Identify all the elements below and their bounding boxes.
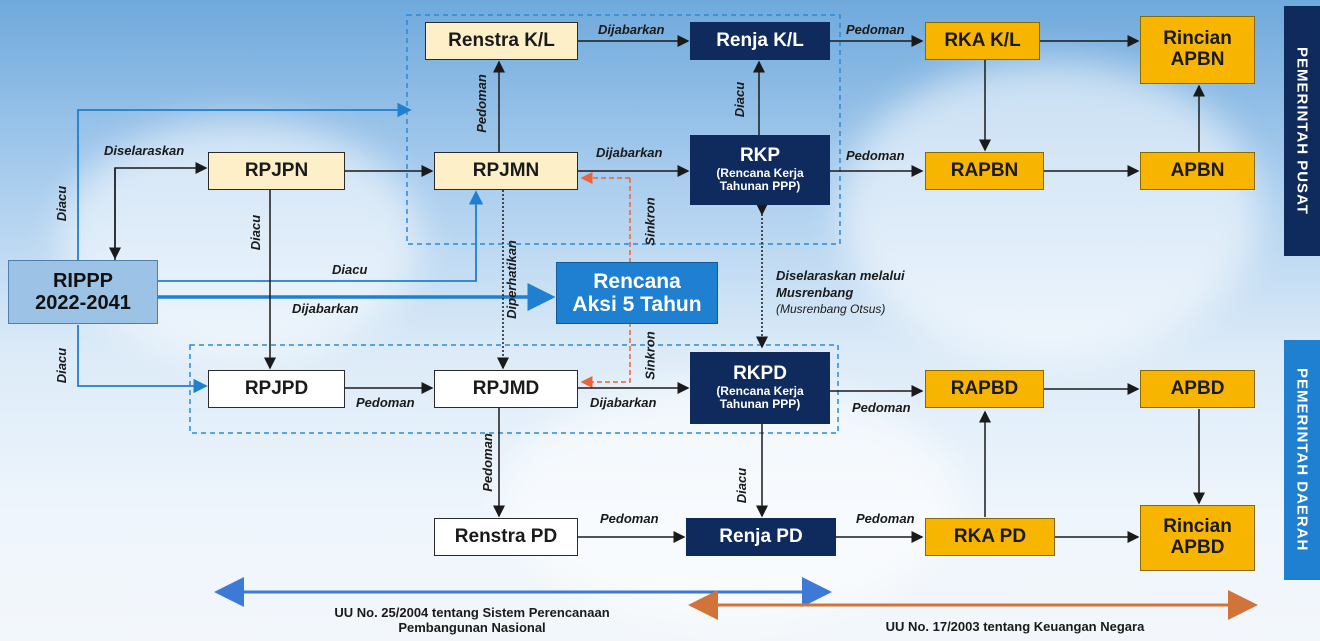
rkp-sub-line1: (Rencana Kerja: [716, 165, 804, 180]
rpjpn-label: RPJPN: [244, 159, 309, 181]
rapbd-label: RAPBD: [950, 377, 1019, 399]
label-pedoman-renstra-pd: Pedoman: [479, 433, 495, 492]
rkpd-label: RKPD: [733, 362, 787, 384]
rincian-apbd-box: Rincian APBD: [1140, 505, 1255, 571]
rincian-apbd-line2: APBD: [1170, 537, 1225, 558]
label-pedoman-rka-pd: Pedoman: [856, 511, 915, 526]
law-uu25: UU No. 25/2004 tentang Sistem Perencanaa…: [262, 605, 682, 636]
rpjmn-label: RPJMN: [472, 159, 540, 181]
label-diselaraskan: Diselaraskan: [104, 143, 185, 158]
rka-kl-label: RKA K/L: [944, 29, 1021, 51]
rkp-sub-line2: Tahunan PPP): [719, 179, 801, 194]
label-pedoman-rpjmd: Pedoman: [356, 395, 415, 410]
rippp-line2: 2022-2041: [35, 292, 131, 314]
label-dijabarkan-top: Dijabarkan: [598, 22, 665, 37]
label-musrenbang-3: (Musrenbang Otsus): [776, 302, 886, 316]
rkpd-box: RKPD (Rencana Kerja Tahunan PPP): [690, 352, 830, 424]
renstra-kl-box: Renstra K/L: [425, 22, 578, 60]
label-sinkron-bottom: Sinkron: [642, 331, 658, 380]
label-diacu-left-bottom: Diacu: [54, 347, 70, 384]
rkp-label: RKP: [739, 144, 781, 166]
side-bar-daerah: PEMERINTAH DAERAH: [1284, 340, 1320, 580]
rapbn-box: RAPBN: [925, 152, 1044, 190]
rippp-line1: RIPPP: [52, 270, 114, 292]
apbd-box: APBD: [1140, 370, 1255, 408]
rincian-apbn-line2: APBN: [1170, 49, 1225, 70]
rincian-apbd-line1: Rincian: [1163, 516, 1232, 538]
rpjpd-box: RPJPD: [208, 370, 345, 408]
rka-kl-box: RKA K/L: [925, 22, 1040, 60]
renja-pd-box: Renja PD: [686, 518, 836, 556]
label-sinkron-top: Sinkron: [642, 197, 658, 246]
rpjmn-box: RPJMN: [434, 152, 578, 190]
rapbd-box: RAPBD: [925, 370, 1044, 408]
rpjpn-box: RPJPN: [208, 152, 345, 190]
rencana-aksi-line1: Rencana: [593, 269, 681, 293]
rapbn-label: RAPBN: [950, 159, 1019, 181]
label-pedoman-rapbd: Pedoman: [852, 400, 911, 415]
rkpd-sub-line2: Tahunan PPP): [719, 397, 801, 412]
law-uu17-line1: UU No. 17/2003 tentang Keuangan Negara: [885, 619, 1145, 634]
label-diacu-left-top: Diacu: [54, 185, 70, 222]
renja-kl-box: Renja K/L: [690, 22, 830, 60]
rka-pd-box: RKA PD: [925, 518, 1055, 556]
law-uu17: UU No. 17/2003 tentang Keuangan Negara: [820, 619, 1210, 635]
rencana-aksi-box: Rencana Aksi 5 Tahun: [556, 262, 718, 324]
label-dijabarkan-rkpd: Dijabarkan: [590, 395, 657, 410]
apbn-box: APBN: [1140, 152, 1255, 190]
label-pedoman-renstra-kl: Pedoman: [473, 74, 489, 133]
label-pedoman-renja-pd: Pedoman: [600, 511, 659, 526]
renstra-pd-box: Renstra PD: [434, 518, 578, 556]
rkpd-sub-line1: (Rencana Kerja: [716, 383, 804, 398]
rpjpd-label: RPJPD: [244, 377, 309, 399]
label-diacu-renja-pd: Diacu: [734, 467, 750, 504]
apbd-label: APBD: [1170, 377, 1225, 399]
rkp-box: RKP (Rencana Kerja Tahunan PPP): [690, 135, 830, 205]
label-pedoman-top: Pedoman: [846, 22, 905, 37]
side-bar-pusat-label: PEMERINTAH PUSAT: [1293, 47, 1311, 215]
rincian-apbn-box: Rincian APBN: [1140, 16, 1255, 84]
label-diperhatikan: Diperhatikan: [503, 240, 519, 319]
rincian-apbn-line1: Rincian: [1163, 28, 1232, 50]
label-musrenbang-2: Musrenbang: [776, 285, 854, 300]
renja-kl-label: Renja K/L: [716, 29, 804, 51]
rpjmd-box: RPJMD: [434, 370, 578, 408]
label-dijabarkan-aksi: Dijabarkan: [292, 301, 359, 316]
cloud-decoration: [840, 60, 1260, 360]
label-pedoman-rapbn: Pedoman: [846, 148, 905, 163]
law-uu25-line2: Pembangunan Nasional: [398, 619, 546, 635]
renstra-kl-label: Renstra K/L: [448, 29, 555, 51]
side-bar-daerah-label: PEMERINTAH DAERAH: [1293, 368, 1311, 552]
rippp-box: RIPPP 2022-2041: [8, 260, 158, 324]
label-dijabarkan-rkp: Dijabarkan: [596, 145, 663, 160]
rka-pd-label: RKA PD: [953, 525, 1027, 547]
label-diacu-mid: Diacu: [332, 262, 368, 277]
renja-pd-label: Renja PD: [719, 525, 803, 547]
apbn-label: APBN: [1170, 159, 1225, 181]
renstra-pd-label: Renstra PD: [454, 525, 558, 547]
rencana-aksi-line2: Aksi 5 Tahun: [572, 293, 702, 316]
label-musrenbang-1: Diselaraskan melalui: [776, 268, 905, 283]
law-uu25-line1: UU No. 25/2004 tentang Sistem Perencanaa…: [334, 605, 610, 620]
label-diacu-renja-kl: Diacu: [732, 81, 748, 118]
rpjmd-label: RPJMD: [472, 377, 540, 399]
side-bar-pusat: PEMERINTAH PUSAT: [1284, 6, 1320, 256]
label-diacu-rpjpd: Diacu: [248, 214, 264, 251]
